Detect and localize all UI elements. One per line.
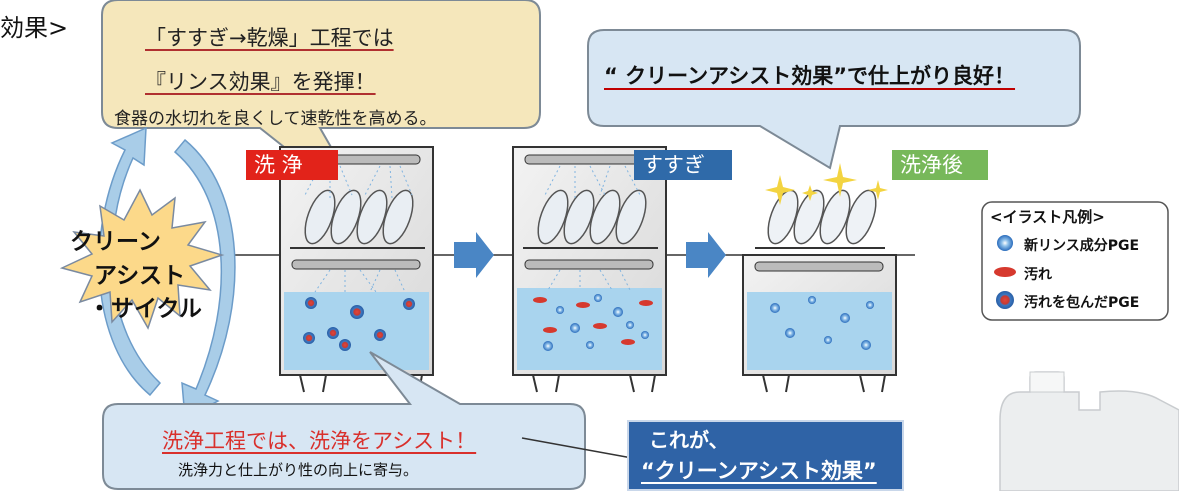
sparkle-icons <box>765 163 888 205</box>
summary-line2: “クリーンアシスト効果” <box>641 459 877 483</box>
flow-arrow-2 <box>686 232 726 278</box>
dirt-icon <box>994 267 1016 277</box>
dishwasher-wash <box>279 146 434 393</box>
flow-arrow-1 <box>454 232 494 278</box>
connector-line <box>521 437 633 459</box>
pge-dot-icon <box>997 235 1013 251</box>
legend-item-dirt: 汚れ <box>1024 267 1052 283</box>
cycle-label-line1: クリーン <box>70 229 161 255</box>
wrapped-dirt-icon <box>996 291 1014 309</box>
dishwasher-rinse <box>512 146 667 393</box>
wash-callout-bubble <box>102 351 586 490</box>
stage-label-wash: 洗 浄 <box>246 150 338 180</box>
stage-label-rinse: すすぎ <box>634 150 732 180</box>
wash-callout-line2: 洗浄力と仕上がり性の向上に寄与。 <box>178 461 419 479</box>
rinse-callout-line3: 食器の水切れを良くして速乾性を高める。 <box>114 109 437 129</box>
legend-item-pge: 新リンス成分PGE <box>1024 238 1140 254</box>
page-title: 効果> <box>0 14 69 42</box>
clean-assist-callout-bubble <box>587 29 1081 170</box>
summary-box <box>627 420 904 491</box>
cycle-label-line2: アシスト <box>94 263 186 289</box>
legend-title: <イラスト凡例> <box>990 208 1105 226</box>
dishwasher-after <box>742 189 897 393</box>
cycle-starburst <box>59 188 225 330</box>
summary-line1: これが、 <box>649 428 729 452</box>
rinse-callout-line2: 『リンス効果』を発揮！ <box>145 70 376 94</box>
rinse-callout-line1: 「すすぎ→乾燥」工程では <box>145 26 394 50</box>
product-jug-image <box>999 371 1179 491</box>
stage-label-after: 洗浄後 <box>892 150 988 180</box>
legend-item-wrapped: 汚れを包んだPGE <box>1024 295 1140 311</box>
legend-box <box>981 201 1169 321</box>
wash-callout-line1: 洗浄工程では、洗浄をアシスト！ <box>162 429 477 453</box>
cycle-label-line3: ・サイクル <box>88 296 202 322</box>
clean-assist-callout-text: “ クリーンアシスト効果”で仕上がり良好！ <box>604 64 1016 88</box>
